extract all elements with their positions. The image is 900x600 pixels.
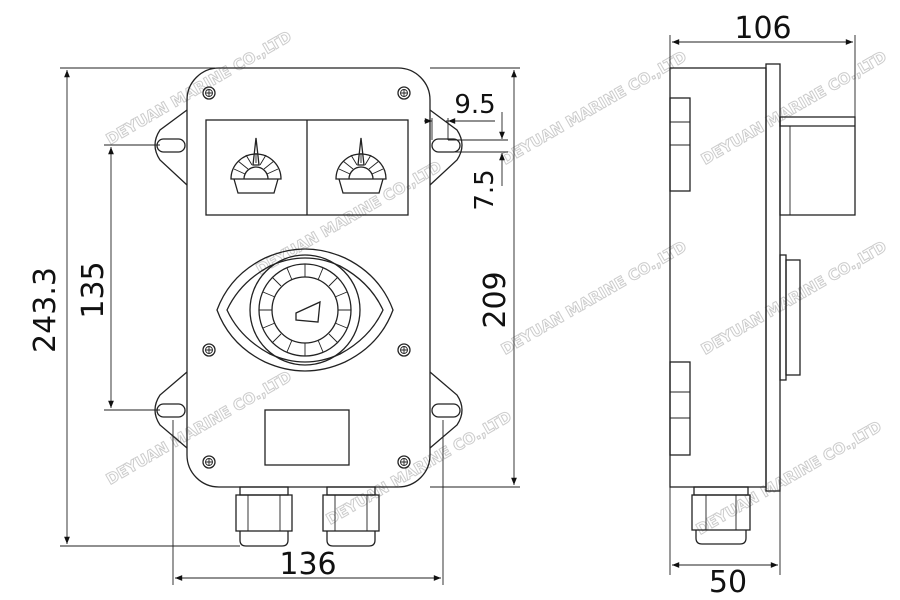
- dim-135: 135: [76, 261, 111, 318]
- dim-106: 106: [734, 11, 791, 46]
- watermark-text: DEYUAN MARINE CO.,LTD: [498, 237, 690, 358]
- watermark-text: DEYUAN MARINE CO.,LTD: [103, 367, 295, 488]
- cable-gland: [322, 486, 380, 547]
- dim-7-5: 7.5: [470, 169, 500, 210]
- dim-136: 136: [279, 547, 336, 582]
- side-switch-block: [779, 116, 856, 216]
- indicator-window: [264, 409, 350, 466]
- right-bottom-mounting-ear: [429, 371, 463, 449]
- left-top-mounting-ear: [154, 109, 188, 186]
- screw-icons: [202, 86, 411, 469]
- dim-50: 50: [709, 565, 747, 600]
- side-dimensions: 106 50: [669, 11, 856, 600]
- watermark-text: DEYUAN MARINE CO.,LTD: [698, 237, 890, 358]
- side-gland-upper: [669, 97, 691, 192]
- mounting-slot: [431, 138, 461, 153]
- watermark-text: DEYUAN MARINE CO.,LTD: [498, 47, 690, 168]
- lever-switch-icon: [230, 137, 282, 194]
- side-view: [669, 63, 856, 545]
- dim-9-5: 9.5: [454, 90, 495, 120]
- watermark-text: DEYUAN MARINE CO.,LTD: [698, 47, 890, 168]
- front-view: [154, 67, 463, 547]
- side-cable-gland: [691, 486, 751, 545]
- watermark-text: DEYUAN MARINE CO.,LTD: [693, 417, 885, 538]
- front-dimensions: 243.3 135 209 136 9.5 7.5: [28, 67, 520, 585]
- side-dial: [785, 259, 801, 376]
- cable-gland: [235, 486, 293, 547]
- right-top-mounting-ear: [429, 109, 463, 186]
- side-gland-lower: [669, 361, 691, 456]
- side-dial-flange: [779, 254, 787, 381]
- dim-209: 209: [478, 271, 513, 328]
- watermark-text: DEYUAN MARINE CO.,LTD: [103, 27, 295, 148]
- enclosure-body: [186, 67, 431, 488]
- lever-switch-icon: [335, 137, 387, 194]
- rotary-dial: [216, 248, 394, 372]
- mounting-slot: [156, 403, 186, 418]
- mounting-slot: [156, 138, 186, 153]
- mounting-slot: [431, 403, 461, 418]
- dim-243-3: 243.3: [28, 267, 63, 353]
- watermark-text: DEYUAN MARINE CO.,LTD: [323, 407, 515, 528]
